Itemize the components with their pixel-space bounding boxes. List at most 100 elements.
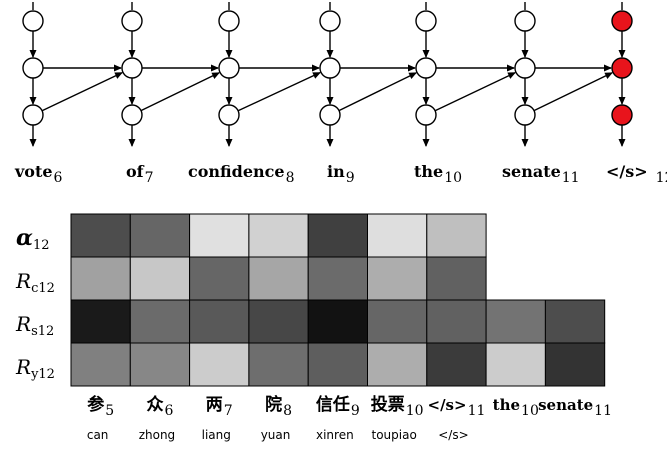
token-index: 12	[656, 170, 667, 186]
heatmap-cell	[485, 299, 546, 344]
pinyin-label: xinren	[316, 428, 354, 442]
heatmap-cell	[426, 299, 487, 344]
heatmap-cell	[129, 213, 191, 258]
row-symbol: R	[15, 355, 31, 379]
heatmap-cell	[307, 342, 369, 387]
token-index: 10	[521, 403, 539, 419]
row-label: Ry12	[15, 355, 55, 382]
heatmap-cell	[129, 256, 191, 301]
network-node	[121, 10, 143, 32]
pinyin-label: yuan	[261, 428, 291, 442]
highlighted-node	[611, 104, 633, 126]
network-node	[218, 10, 240, 32]
network-node	[121, 57, 143, 79]
token-word: the	[414, 162, 443, 181]
heatmap-cell	[189, 213, 250, 258]
row-label: α12	[16, 225, 49, 253]
edge-arrow	[434, 72, 516, 112]
heatmap-cell	[544, 342, 606, 387]
network-node	[319, 10, 341, 32]
row-subscript: y12	[30, 367, 55, 382]
edge-arrow	[140, 72, 221, 112]
relevance-heatmap	[70, 213, 606, 387]
target-token-label: confidence8	[188, 162, 295, 186]
token-word: 两	[206, 395, 223, 415]
network-node	[514, 57, 536, 79]
heatmap-cell	[426, 342, 487, 387]
heatmap-cell	[307, 256, 369, 301]
network-node	[121, 104, 143, 126]
heatmap-cell	[426, 213, 487, 258]
network-node	[415, 10, 437, 32]
token-word: confidence	[188, 162, 285, 181]
heatmap-cell	[189, 342, 250, 387]
token-word: </s>	[606, 162, 648, 181]
heatmap-cell	[248, 213, 309, 258]
heatmap-cell	[367, 256, 428, 301]
source-token-label: 信任9	[316, 394, 360, 419]
heatmap-cell	[307, 213, 369, 258]
token-index: 10	[406, 403, 424, 419]
token-word: the	[493, 396, 520, 414]
network-node	[218, 57, 240, 79]
row-symbol: R	[15, 269, 31, 293]
pinyin-label: toupiao	[371, 428, 416, 442]
token-index: 11	[562, 170, 580, 186]
token-index: 6	[54, 170, 63, 186]
pinyin-label: can	[87, 428, 109, 442]
row-subscript: c12	[31, 281, 55, 296]
token-word: 院	[265, 394, 282, 415]
token-index: 7	[145, 170, 154, 186]
network-node	[22, 10, 44, 32]
token-word: 参	[87, 394, 104, 415]
token-word: 信任	[316, 394, 350, 415]
source-token-labels: 参5can众6zhong两7liang院8yuan信任9xinren投票10to…	[87, 394, 612, 442]
token-index: 11	[594, 403, 612, 419]
heatmap-cell	[129, 299, 191, 344]
token-word: in	[327, 162, 345, 181]
row-symbol: α	[16, 225, 33, 251]
source-token-label: 众6	[146, 394, 173, 419]
source-token-label: senate11	[538, 396, 612, 419]
token-word: 众	[146, 394, 164, 415]
pinyin-label: liang	[202, 428, 231, 442]
heatmap-cell	[426, 256, 487, 301]
heatmap-cell	[485, 342, 546, 387]
heatmap-cell	[307, 299, 369, 344]
row-subscript: 12	[33, 238, 50, 253]
edge-arrow	[338, 72, 418, 112]
token-index: 6	[164, 403, 173, 419]
source-token-label: </s>11	[428, 396, 486, 419]
source-token-label: 参5	[87, 394, 114, 419]
network-node	[319, 104, 341, 126]
token-index: 9	[351, 403, 360, 419]
edge-arrow	[41, 72, 123, 112]
network-node	[22, 57, 44, 79]
pinyin-label: </s>	[438, 428, 468, 442]
token-index: 7	[224, 403, 233, 419]
token-index: 11	[468, 403, 486, 419]
heatmap-cell	[70, 213, 131, 258]
target-token-label: vote6	[14, 162, 63, 186]
token-index: 5	[105, 403, 114, 419]
token-word: of	[126, 162, 145, 181]
heatmap-cell	[248, 299, 309, 344]
network-node	[22, 104, 44, 126]
network-node	[514, 104, 536, 126]
row-subscript: s12	[31, 324, 54, 339]
edge-arrow	[237, 72, 321, 112]
network-node	[218, 104, 240, 126]
heatmap-cell	[70, 256, 131, 301]
token-index: 8	[283, 403, 292, 419]
source-token-label: the10	[493, 396, 539, 419]
row-symbol: R	[15, 312, 31, 336]
network-node	[415, 57, 437, 79]
heatmap-cell	[189, 299, 250, 344]
heatmap-cell	[367, 299, 428, 344]
target-token-label: the10	[414, 162, 462, 186]
source-token-label: 院8	[265, 394, 292, 419]
target-token-label: senate11	[502, 162, 580, 186]
